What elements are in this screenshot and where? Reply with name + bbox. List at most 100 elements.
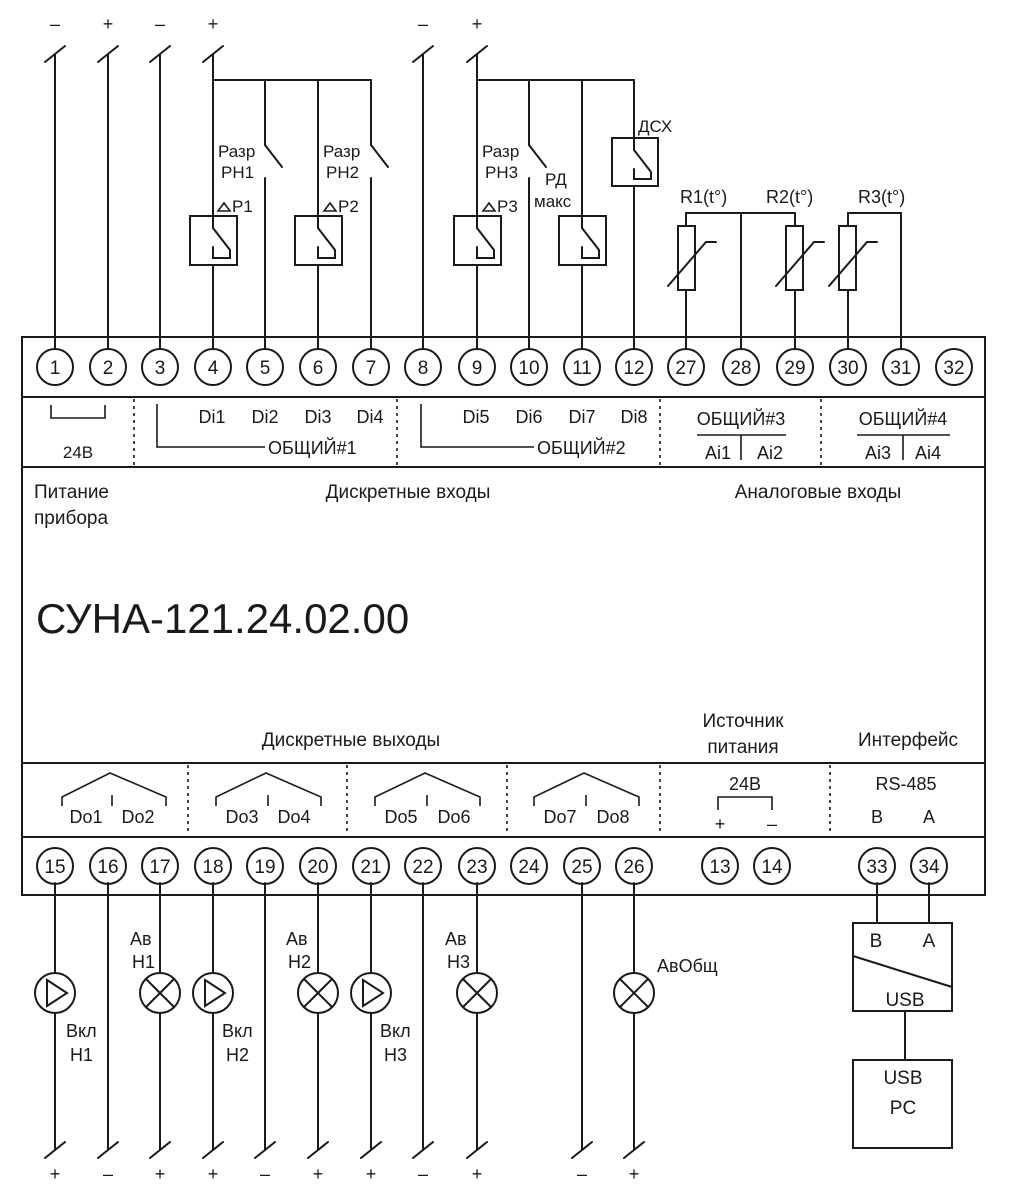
- pc-label: PC: [890, 1098, 916, 1119]
- rs485-label: RS-485: [875, 774, 936, 794]
- terminal-number-20: 20: [307, 857, 328, 878]
- terminal-number-31: 31: [890, 358, 911, 379]
- psu-minus-label: –: [767, 814, 777, 834]
- dp2-label: P2: [338, 197, 359, 216]
- razr-rn1-line1: Разр: [218, 142, 255, 161]
- bottom-wiring: + – + + – + + – + – +: [34, 882, 953, 1184]
- terminal-13: [701, 847, 739, 885]
- terminal-number-6: 6: [313, 358, 324, 379]
- terminal-number-29: 29: [784, 358, 805, 379]
- do5-label: Do5: [384, 807, 417, 827]
- terminal-number-11: 11: [572, 358, 592, 379]
- polarity-bottom-1: +: [50, 1164, 61, 1184]
- terminal-number-28: 28: [730, 358, 751, 379]
- vkl-n1-line2: Н1: [70, 1045, 93, 1065]
- terminal-14: [753, 847, 791, 885]
- terminal-number-1: 1: [50, 358, 61, 379]
- av-n1-line2: Н1: [132, 952, 155, 972]
- ai1-label: Ai1: [705, 443, 731, 463]
- vkl-n3-line2: Н3: [384, 1045, 407, 1065]
- psu-label-2: питания: [707, 737, 778, 758]
- discrete-inputs-label: Дискретные входы: [326, 482, 491, 503]
- di6-label: Di6: [515, 407, 542, 427]
- av-n2-line2: Н2: [288, 952, 311, 972]
- di3-label: Di3: [304, 407, 331, 427]
- di7-label: Di7: [568, 407, 595, 427]
- terminal-number-26: 26: [623, 857, 644, 878]
- lamp-icon: [456, 972, 498, 1014]
- dp3-label: P3: [497, 197, 518, 216]
- di5-label: Di5: [462, 407, 489, 427]
- di1-label: Di1: [198, 407, 225, 427]
- polarity-bottom-8: –: [418, 1164, 428, 1184]
- pc-box: USB PC: [852, 1059, 953, 1149]
- rs485-a-label: A: [923, 807, 935, 827]
- rd-max-line2: макс: [534, 192, 572, 211]
- vkl-n1-line1: Вкл: [66, 1021, 97, 1041]
- polarity-bottom-10: –: [577, 1164, 587, 1184]
- polarity-top-1: –: [50, 14, 60, 34]
- terminal-number-16: 16: [97, 857, 118, 878]
- bottom-panel: Do1 Do2 Do3 Do4 Do5 Do6 Do7 Do8 24В + – …: [61, 772, 937, 834]
- common2-label: ОБЩИЙ#2: [537, 437, 626, 458]
- terminal-number-2: 2: [103, 358, 114, 379]
- interface-label: Интерфейс: [858, 730, 958, 751]
- polarity-top-6: +: [472, 14, 483, 34]
- polarity-top-5: –: [418, 14, 428, 34]
- terminal-number-19: 19: [254, 857, 275, 878]
- rs485-b-label: B: [871, 807, 883, 827]
- polarity-top-4: +: [208, 14, 219, 34]
- polarity-bottom-9: +: [472, 1164, 483, 1184]
- power-section-label-2: прибора: [34, 508, 108, 529]
- dsh-label: ДСХ: [638, 117, 672, 136]
- ai3-label: Ai3: [865, 443, 891, 463]
- device-body: [21, 336, 986, 896]
- terminal-number-15: 15: [44, 857, 65, 878]
- di8-label: Di8: [620, 407, 647, 427]
- pc-usb-label: USB: [883, 1068, 922, 1089]
- razr-rn1-line2: РН1: [221, 163, 254, 182]
- terminal-number-12: 12: [623, 358, 644, 379]
- terminal-number-18: 18: [202, 857, 223, 878]
- top-wiring: – + – + – + Разр РН1 Разр РН2 P1 P2: [44, 14, 905, 350]
- r2-label: R2(t°): [766, 187, 813, 207]
- device-model-title: СУНА-121.24.02.00: [36, 595, 409, 642]
- pump-icon: [192, 972, 234, 1014]
- do7-label: Do7: [543, 807, 576, 827]
- converter-usb-label: USB: [885, 990, 924, 1011]
- rd-max-line1: РД: [545, 170, 567, 189]
- terminal-number-4: 4: [208, 358, 219, 379]
- top-panel: 24В Di1 Di2 Di3 Di4 ОБЩИЙ#1 Di5 Di6 Di7 …: [50, 404, 950, 463]
- do3-label: Do3: [225, 807, 258, 827]
- power-section-label-1: Питание: [34, 482, 109, 503]
- polarity-bottom-4: +: [208, 1164, 219, 1184]
- vkl-n2-line1: Вкл: [222, 1021, 253, 1041]
- terminal-number-32: 32: [943, 358, 964, 379]
- vkl-n3-line1: Вкл: [380, 1021, 411, 1041]
- razr-rn2-line1: Разр: [323, 142, 360, 161]
- terminal-32: [935, 348, 973, 386]
- r3-label: R3(t°): [858, 187, 905, 207]
- terminal-number-8: 8: [418, 358, 429, 379]
- razr-rn3-line2: РН3: [485, 163, 518, 182]
- do6-label: Do6: [437, 807, 470, 827]
- pump-icon: [350, 972, 392, 1014]
- polarity-bottom-5: –: [260, 1164, 270, 1184]
- terminal-number-25: 25: [571, 857, 592, 878]
- di2-label: Di2: [251, 407, 278, 427]
- av-n3-line1: Ав: [445, 929, 467, 949]
- do2-label: Do2: [121, 807, 154, 827]
- do4-label: Do4: [277, 807, 310, 827]
- lamp-icon: [613, 972, 655, 1014]
- lamp-icon: [139, 972, 181, 1014]
- psu-plus-label: +: [715, 814, 726, 834]
- analog-inputs-label: Аналоговые входы: [735, 482, 902, 503]
- polarity-top-3: –: [155, 14, 165, 34]
- razr-rn2-line2: РН2: [326, 163, 359, 182]
- polarity-bottom-2: –: [103, 1164, 113, 1184]
- common1-label: ОБЩИЙ#1: [268, 437, 357, 458]
- psu-voltage-label: 24В: [729, 774, 761, 794]
- terminal-number-7: 7: [366, 358, 377, 379]
- rs485-usb-converter: B A USB: [852, 922, 953, 1012]
